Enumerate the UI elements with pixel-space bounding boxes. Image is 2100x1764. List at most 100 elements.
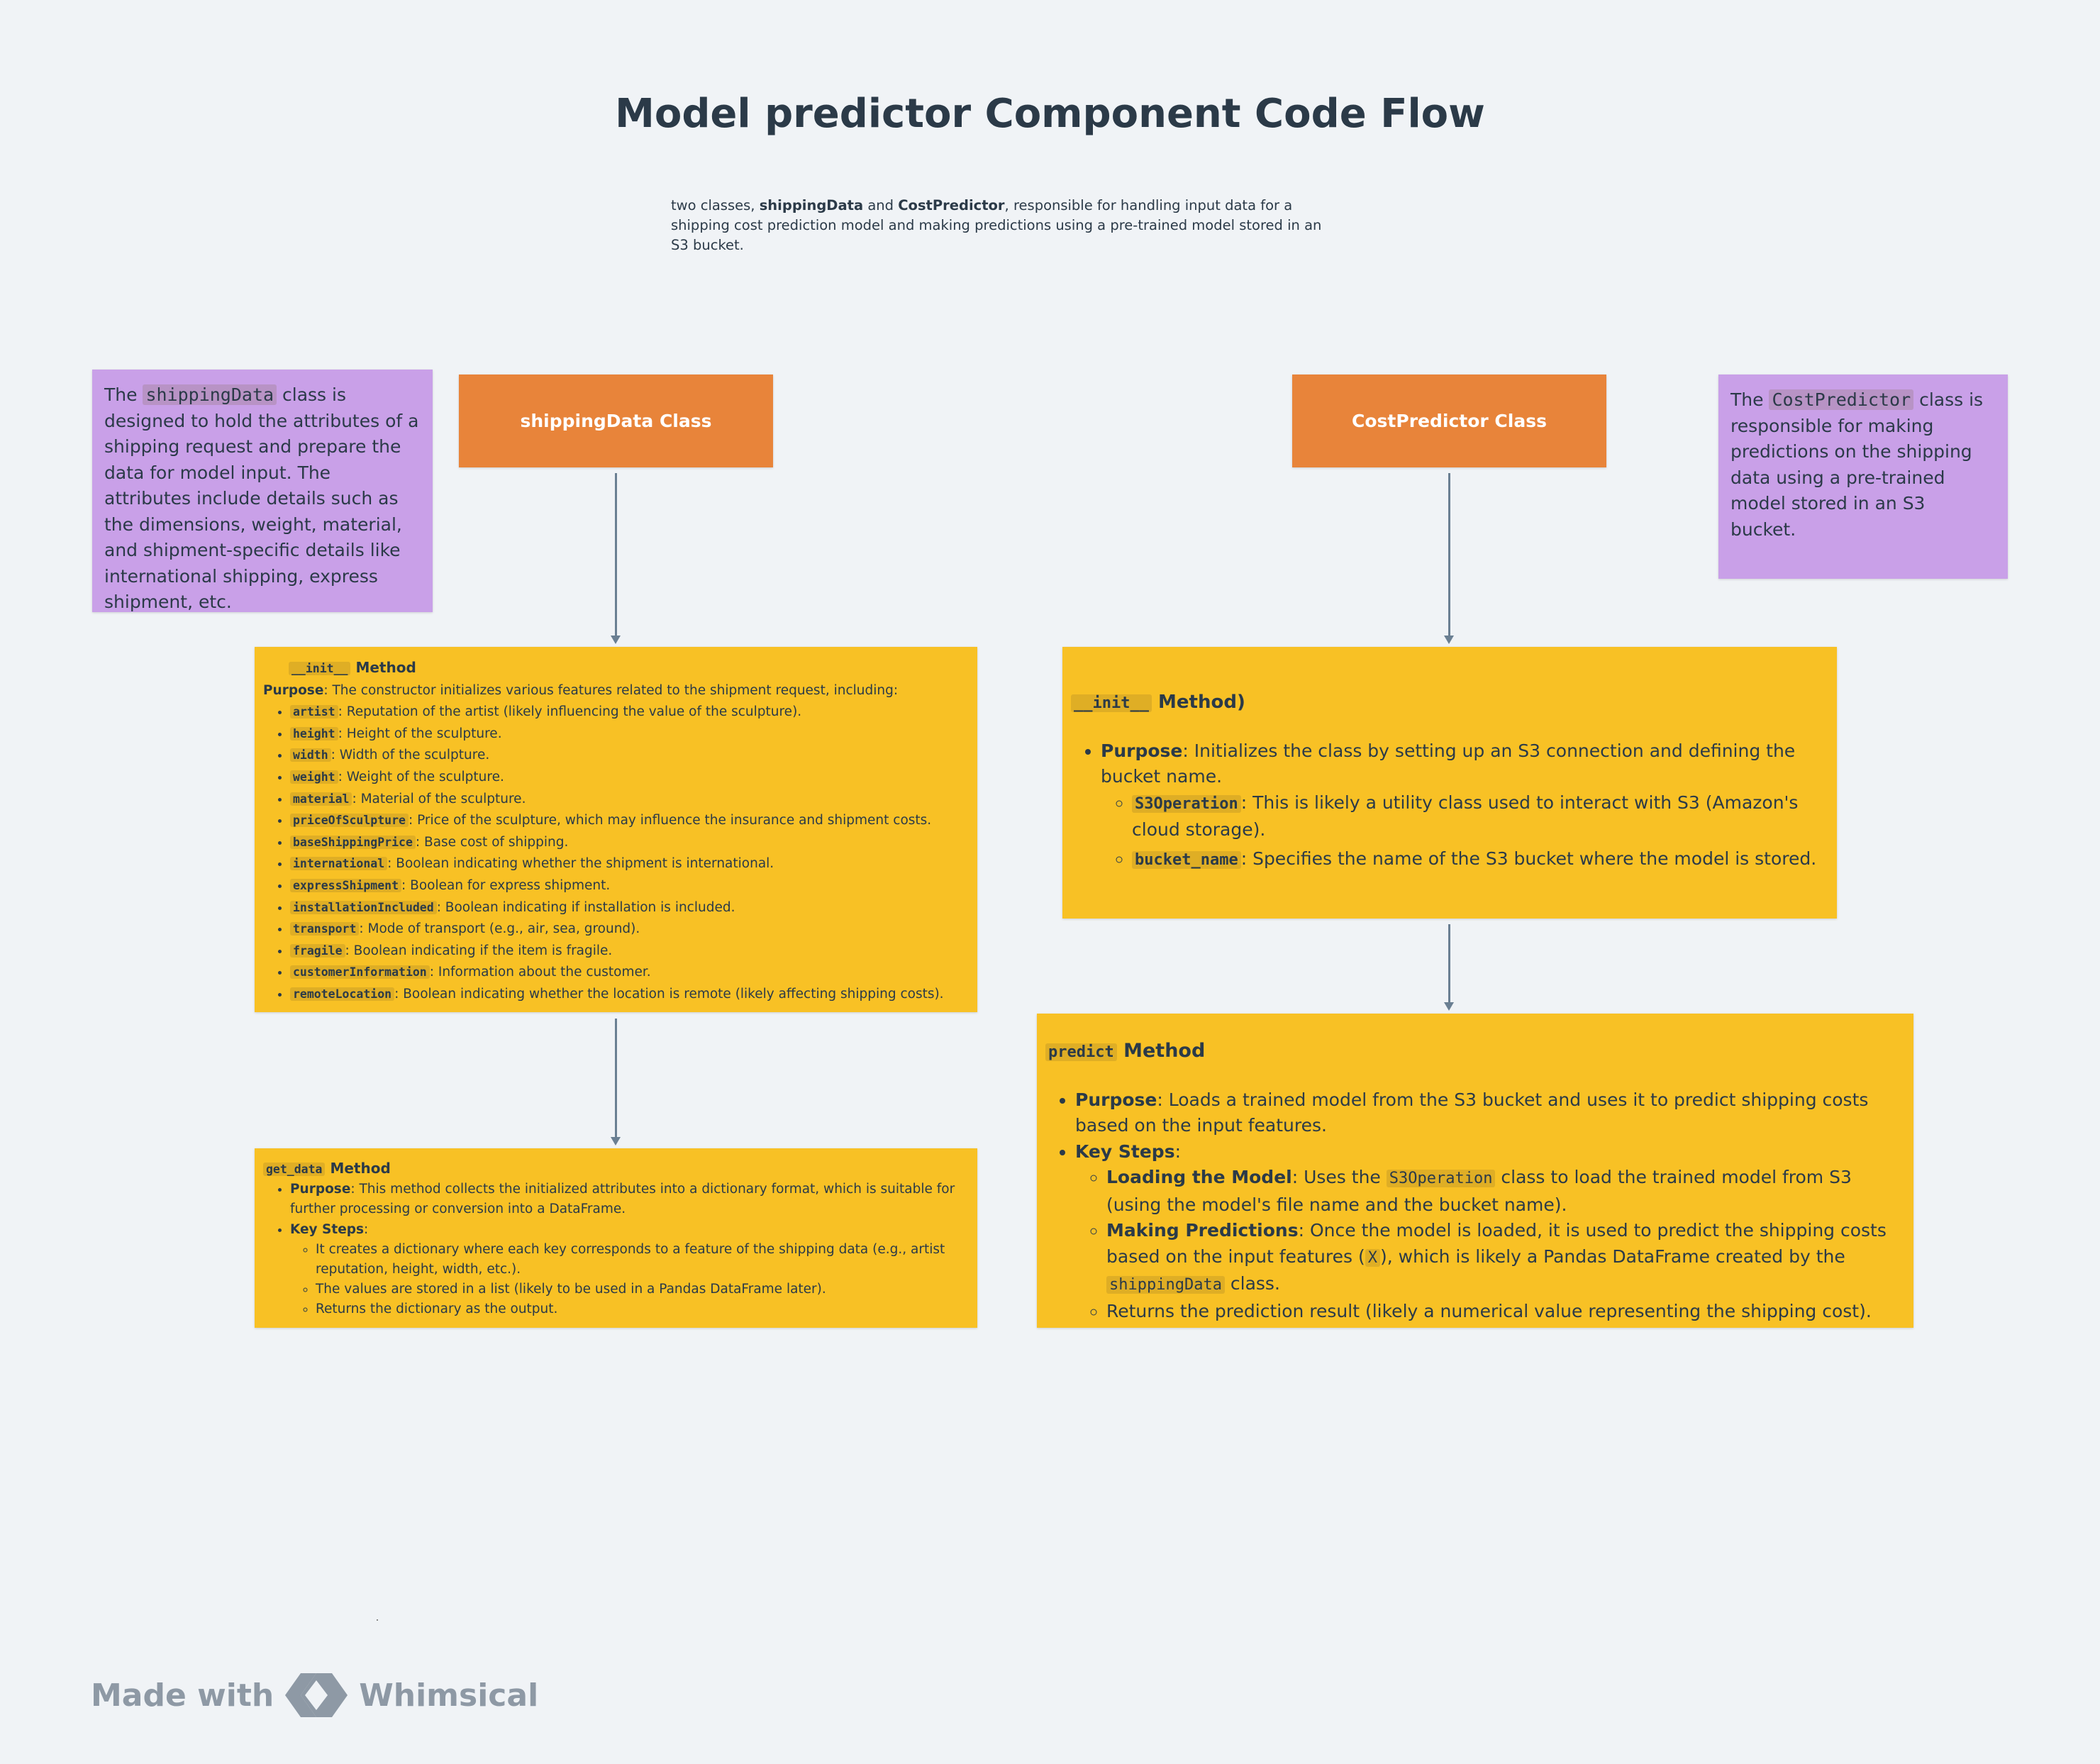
note-costpredictor[interactable]: The CostPredictor class is responsible f…	[1718, 375, 2008, 579]
note-left-pre: The	[104, 384, 143, 405]
attribute-text: : Mode of transport (e.g., air, sea, gro…	[359, 921, 640, 937]
costpredictor-class-label: CostPredictor Class	[1352, 411, 1547, 431]
get-data-method[interactable]: get_data Method Purpose: This method col…	[255, 1148, 977, 1328]
steps-colon: :	[1174, 1141, 1182, 1162]
attribute-text: : Boolean indicating if the item is frag…	[345, 943, 613, 958]
subtitle-class1: shippingData	[759, 197, 864, 213]
note-shippingdata[interactable]: The shippingData class is designed to ho…	[92, 370, 433, 612]
list-item: bucket_name: Specifies the name of the S…	[1132, 846, 1828, 874]
list-item: S3Operation: This is likely a utility cl…	[1132, 790, 1828, 843]
subtitle-and: and	[863, 197, 899, 213]
method-title: __init__ Method)	[1071, 689, 1828, 717]
step-label: Making Predictions	[1106, 1220, 1299, 1241]
attribute-text: : Price of the sculpture, which may infl…	[408, 813, 932, 828]
list-item: It creates a dictionary where each key c…	[316, 1240, 969, 1280]
method-title-text: Method)	[1151, 692, 1245, 713]
purpose-text: : Initializes the class by setting up an…	[1101, 740, 1796, 787]
predict-method[interactable]: predict Method Purpose: Loads a trained …	[1037, 1014, 1913, 1328]
list-item: Returns the dictionary as the output.	[316, 1299, 969, 1319]
attribute-text: : Boolean indicating if installation is …	[436, 899, 735, 915]
attribute-code: customerInformation	[290, 965, 430, 980]
method-list: Purpose: This method collects the initia…	[263, 1180, 969, 1319]
list-item: The values are stored in a list (likely …	[316, 1280, 969, 1299]
attribute-code: installationIncluded	[290, 900, 437, 914]
connector-costpredictor-to-init	[1448, 473, 1450, 636]
list-item: installationIncluded: Boolean indicating…	[290, 897, 969, 919]
connector-shippingdata-to-init	[615, 473, 617, 636]
arrowhead-shippingdata-to-init	[611, 636, 621, 644]
shippingdata-class-label: shippingData Class	[520, 411, 712, 431]
steps-label: Key Steps	[1075, 1141, 1175, 1162]
list-item: Loading the Model: Uses the S3Operation …	[1106, 1165, 1905, 1218]
step-text: class to load the trained model from S3 …	[1106, 1167, 1852, 1215]
list-item: fragile: Boolean indicating if the item …	[290, 941, 969, 963]
attribute-text: : Boolean indicating whether the locatio…	[394, 986, 944, 1002]
list-item: customerInformation: Information about t…	[290, 962, 969, 984]
list-item: Key Steps: It creates a dictionary where…	[290, 1220, 969, 1320]
attribute-code: baseShippingPrice	[290, 835, 416, 849]
method-title-text: Method	[325, 1160, 391, 1177]
page-subtitle: two classes, shippingData and CostPredic…	[671, 196, 1330, 255]
method-list: Purpose: Initializes the class by settin…	[1071, 738, 1828, 874]
list-item: artist: Reputation of the artist (likely…	[290, 701, 969, 723]
attribute-code: priceOfSculpture	[290, 814, 409, 828]
purpose-label: Purpose	[290, 1182, 351, 1197]
attribute-code: artist	[290, 705, 338, 719]
costpredictor-init-method[interactable]: __init__ Method) Purpose: Initializes th…	[1062, 647, 1837, 919]
method-title: __init__ Method	[263, 657, 969, 680]
list-item: remoteLocation: Boolean indicating wheth…	[290, 984, 969, 1006]
method-code: __init__	[289, 662, 351, 675]
attribute-text: : Width of the sculpture.	[330, 748, 490, 763]
connector-init-to-predict	[1448, 924, 1450, 1003]
step-text: class.	[1224, 1273, 1280, 1294]
note-right-post: class is responsible for making predicti…	[1730, 389, 1984, 540]
item-text: : This is likely a utility class used to…	[1132, 792, 1799, 841]
step-code: X	[1365, 1248, 1380, 1267]
subtitle-prefix: two classes,	[671, 197, 760, 213]
item-code: S3Operation	[1132, 794, 1241, 813]
method-title-text: Method	[1116, 1040, 1206, 1062]
list-item: Purpose: Loads a trained model from the …	[1075, 1087, 1905, 1139]
whimsical-watermark[interactable]: Made with Whimsical	[91, 1667, 538, 1724]
whimsical-logo-icon	[284, 1670, 349, 1720]
arrowhead-init-to-predict	[1444, 1002, 1454, 1011]
method-title-text: Method	[350, 659, 416, 676]
item-code: bucket_name	[1132, 850, 1241, 869]
purpose-line: Purpose: The constructor initializes var…	[263, 680, 969, 702]
costpredictor-class-box[interactable]: CostPredictor Class	[1292, 375, 1606, 467]
attribute-code: material	[290, 792, 352, 806]
purpose-text: : Loads a trained model from the S3 buck…	[1075, 1089, 1869, 1136]
steps-label: Key Steps	[290, 1221, 365, 1237]
method-title: get_data Method	[263, 1158, 969, 1180]
attribute-code: height	[290, 726, 338, 740]
shippingdata-init-method[interactable]: __init__ Method Purpose: The constructor…	[255, 647, 977, 1012]
attribute-code: weight	[290, 770, 338, 784]
list-item: Purpose: This method collects the initia…	[290, 1180, 969, 1219]
purpose-text: : The constructor initializes various fe…	[323, 682, 899, 698]
note-right-code: CostPredictor	[1769, 389, 1914, 410]
method-code: predict	[1045, 1043, 1117, 1061]
shippingdata-class-box[interactable]: shippingData Class	[459, 375, 773, 467]
list-item: Key Steps: Loading the Model: Uses the S…	[1075, 1139, 1905, 1325]
watermark-brand: Whimsical	[359, 1677, 539, 1714]
list-item: Making Predictions: Once the model is lo…	[1106, 1218, 1905, 1299]
arrowhead-costpredictor-to-init	[1444, 636, 1454, 644]
list-item: priceOfSculpture: Price of the sculpture…	[290, 810, 969, 832]
attribute-text: : Material of the sculpture.	[352, 791, 526, 806]
connector-init-to-getdata	[615, 1019, 617, 1138]
list-item: transport: Mode of transport (e.g., air,…	[290, 919, 969, 941]
attribute-code: international	[290, 857, 388, 871]
list-item: width: Width of the sculpture.	[290, 745, 969, 767]
watermark-made-with: Made with	[91, 1677, 274, 1714]
sub-list: S3Operation: This is likely a utility cl…	[1101, 790, 1828, 874]
method-code: __init__	[1071, 694, 1152, 712]
step-code: S3Operation	[1386, 1170, 1496, 1187]
attribute-list: artist: Reputation of the artist (likely…	[263, 701, 969, 1005]
list-item: Returns the prediction result (likely a …	[1106, 1299, 1905, 1325]
attribute-code: expressShipment	[290, 878, 402, 892]
note-left-code: shippingData	[143, 384, 277, 405]
list-item: expressShipment: Boolean for express shi…	[290, 875, 969, 897]
method-code: get_data	[263, 1163, 326, 1176]
method-list: Purpose: Loads a trained model from the …	[1045, 1087, 1905, 1325]
attribute-code: fragile	[290, 943, 345, 958]
